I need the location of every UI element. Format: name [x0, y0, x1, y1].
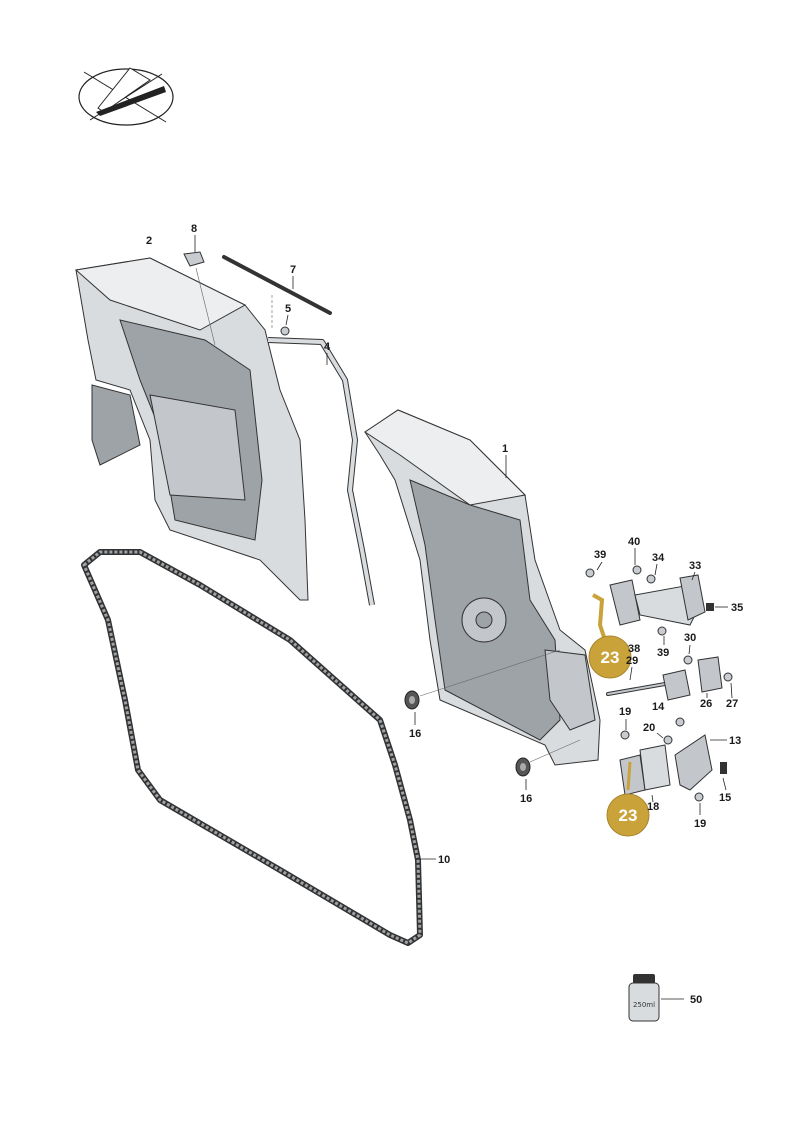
- label-13: 13: [729, 735, 741, 747]
- label-1: 1: [502, 443, 508, 455]
- label-2: 2: [146, 235, 152, 247]
- label-7: 7: [290, 264, 296, 276]
- label-5: 5: [285, 303, 291, 315]
- label-40: 40: [628, 536, 640, 548]
- part-labels: 1 2 4 5 7 8 10 13 14 15 16 16 18 19 19 2…: [146, 223, 743, 1006]
- part-10-door-seal: [81, 549, 436, 946]
- label-30: 30: [684, 632, 696, 644]
- label-39-lower: 39: [657, 647, 669, 659]
- label-8: 8: [191, 223, 197, 235]
- part-2-inner-trim-panel: [74, 257, 309, 601]
- jar-label: 250ml: [633, 1001, 655, 1009]
- badge-23-upper: 23: [588, 635, 632, 679]
- label-19-lower: 19: [694, 818, 706, 830]
- part-4-seal-strip: [267, 337, 375, 606]
- part-50-fluid-jar: 250ml: [628, 974, 684, 1022]
- label-34: 34: [652, 552, 665, 564]
- label-15: 15: [719, 792, 731, 804]
- svg-text:23: 23: [601, 648, 620, 667]
- label-14: 14: [652, 701, 665, 713]
- part-16-grommet-upper: [404, 649, 561, 725]
- label-50: 50: [690, 994, 702, 1006]
- label-39-upper: 39: [594, 549, 606, 561]
- label-16-lower: 16: [520, 793, 532, 805]
- label-26: 26: [700, 698, 712, 710]
- badge-23-lower: 23: [606, 793, 650, 837]
- part-8-clip: [183, 235, 216, 346]
- label-29: 29: [626, 655, 638, 667]
- label-4: 4: [324, 341, 331, 353]
- part-5-screw: [271, 295, 290, 336]
- upper-hinge-assembly: [585, 548, 728, 645]
- part-1-tailgate-structure: [364, 409, 601, 766]
- label-33: 33: [689, 560, 701, 572]
- gas-strut-group: [606, 644, 733, 701]
- label-19-upper: 19: [619, 706, 631, 718]
- label-27: 27: [726, 698, 738, 710]
- label-38: 38: [628, 643, 640, 655]
- orientation-symbol-icon: [78, 67, 174, 126]
- label-20: 20: [643, 722, 655, 734]
- label-18: 18: [647, 801, 659, 813]
- part-16-grommet-lower: [515, 739, 581, 790]
- svg-text:23: 23: [619, 806, 638, 825]
- label-16-upper: 16: [409, 728, 421, 740]
- label-35: 35: [731, 602, 743, 614]
- lower-hinge-assembly: [619, 717, 727, 815]
- label-10: 10: [438, 854, 450, 866]
- part-7-strip: [222, 255, 332, 315]
